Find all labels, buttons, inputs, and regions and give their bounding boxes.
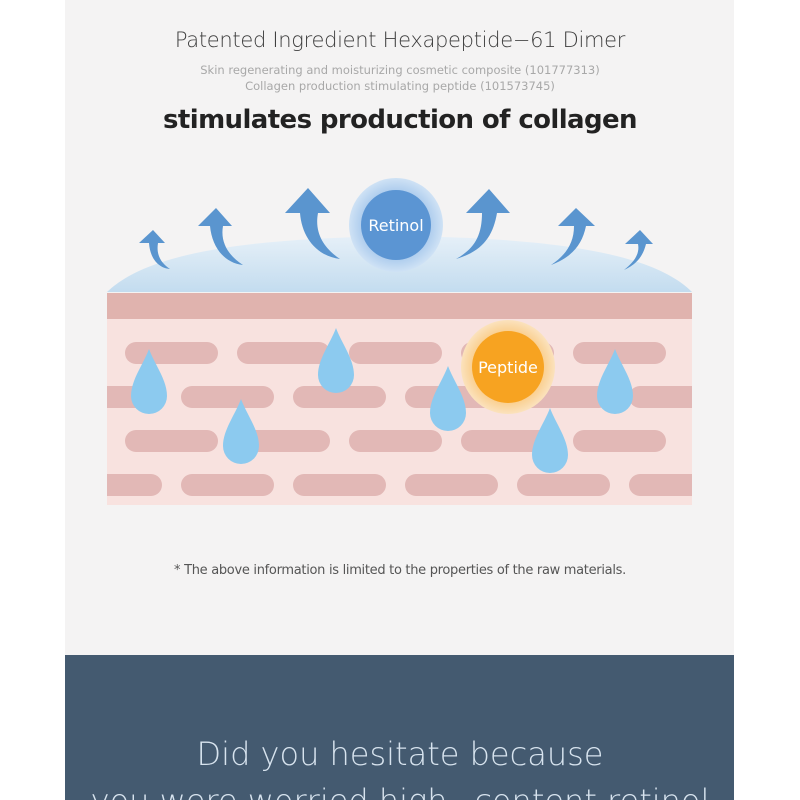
up-arrow-icon: [139, 230, 170, 269]
retinol-label: Retinol: [368, 216, 423, 235]
water-droplet-icon: [131, 349, 167, 414]
up-arrow-icon: [456, 189, 510, 259]
peptide-label: Peptide: [478, 358, 538, 377]
up-arrow-icon: [624, 230, 653, 270]
skin-cell: [573, 342, 666, 364]
up-arrow-icon: [285, 188, 340, 259]
water-droplet-icon: [430, 366, 466, 431]
skin-cell: [107, 474, 162, 496]
retinol-circle: [361, 190, 431, 260]
peptide-circle: [472, 331, 544, 403]
skin-cell: [237, 342, 330, 364]
raw-material-footnote: * The above information is limited to th…: [174, 563, 626, 578]
skin-cell: [629, 474, 692, 496]
skin-diagram: Peptide Retinol: [107, 178, 692, 505]
skin-cell: [293, 386, 386, 408]
skin-cell: [629, 386, 692, 408]
up-arrow-icon: [198, 208, 243, 265]
skin-cell: [573, 430, 666, 452]
ingredient-title: Patented Ingredient Hexapeptide−61 Dimer: [174, 28, 626, 52]
skin-cell: [125, 430, 218, 452]
skin-cell: [461, 430, 554, 452]
skin-cell: [181, 474, 274, 496]
skin-surface-band: [107, 293, 692, 319]
water-droplet-icon: [318, 328, 354, 393]
patent-line-2: Collagen production stimulating peptide …: [245, 79, 555, 93]
water-droplet-icon: [597, 349, 633, 414]
skin-cell: [517, 474, 610, 496]
banner-line-2: you were worried high−content retinol: [65, 782, 734, 800]
banner-line-1: Did you hesitate because: [196, 735, 604, 773]
skin-cell: [293, 474, 386, 496]
water-droplet-icon: [532, 408, 568, 473]
up-arrow-icon: [551, 208, 595, 265]
skin-cell: [237, 430, 330, 452]
skin-cell: [349, 430, 442, 452]
skin-cell: [405, 474, 498, 496]
water-droplet-icon: [223, 399, 259, 464]
skin-cell: [125, 342, 218, 364]
skin-cell: [349, 342, 442, 364]
skin-cell: [181, 386, 274, 408]
question-banner: Did you hesitate because you were worrie…: [65, 655, 734, 800]
collagen-headline: stimulates production of collagen: [163, 105, 637, 135]
patent-line-1: Skin regenerating and moisturizing cosme…: [200, 63, 600, 77]
